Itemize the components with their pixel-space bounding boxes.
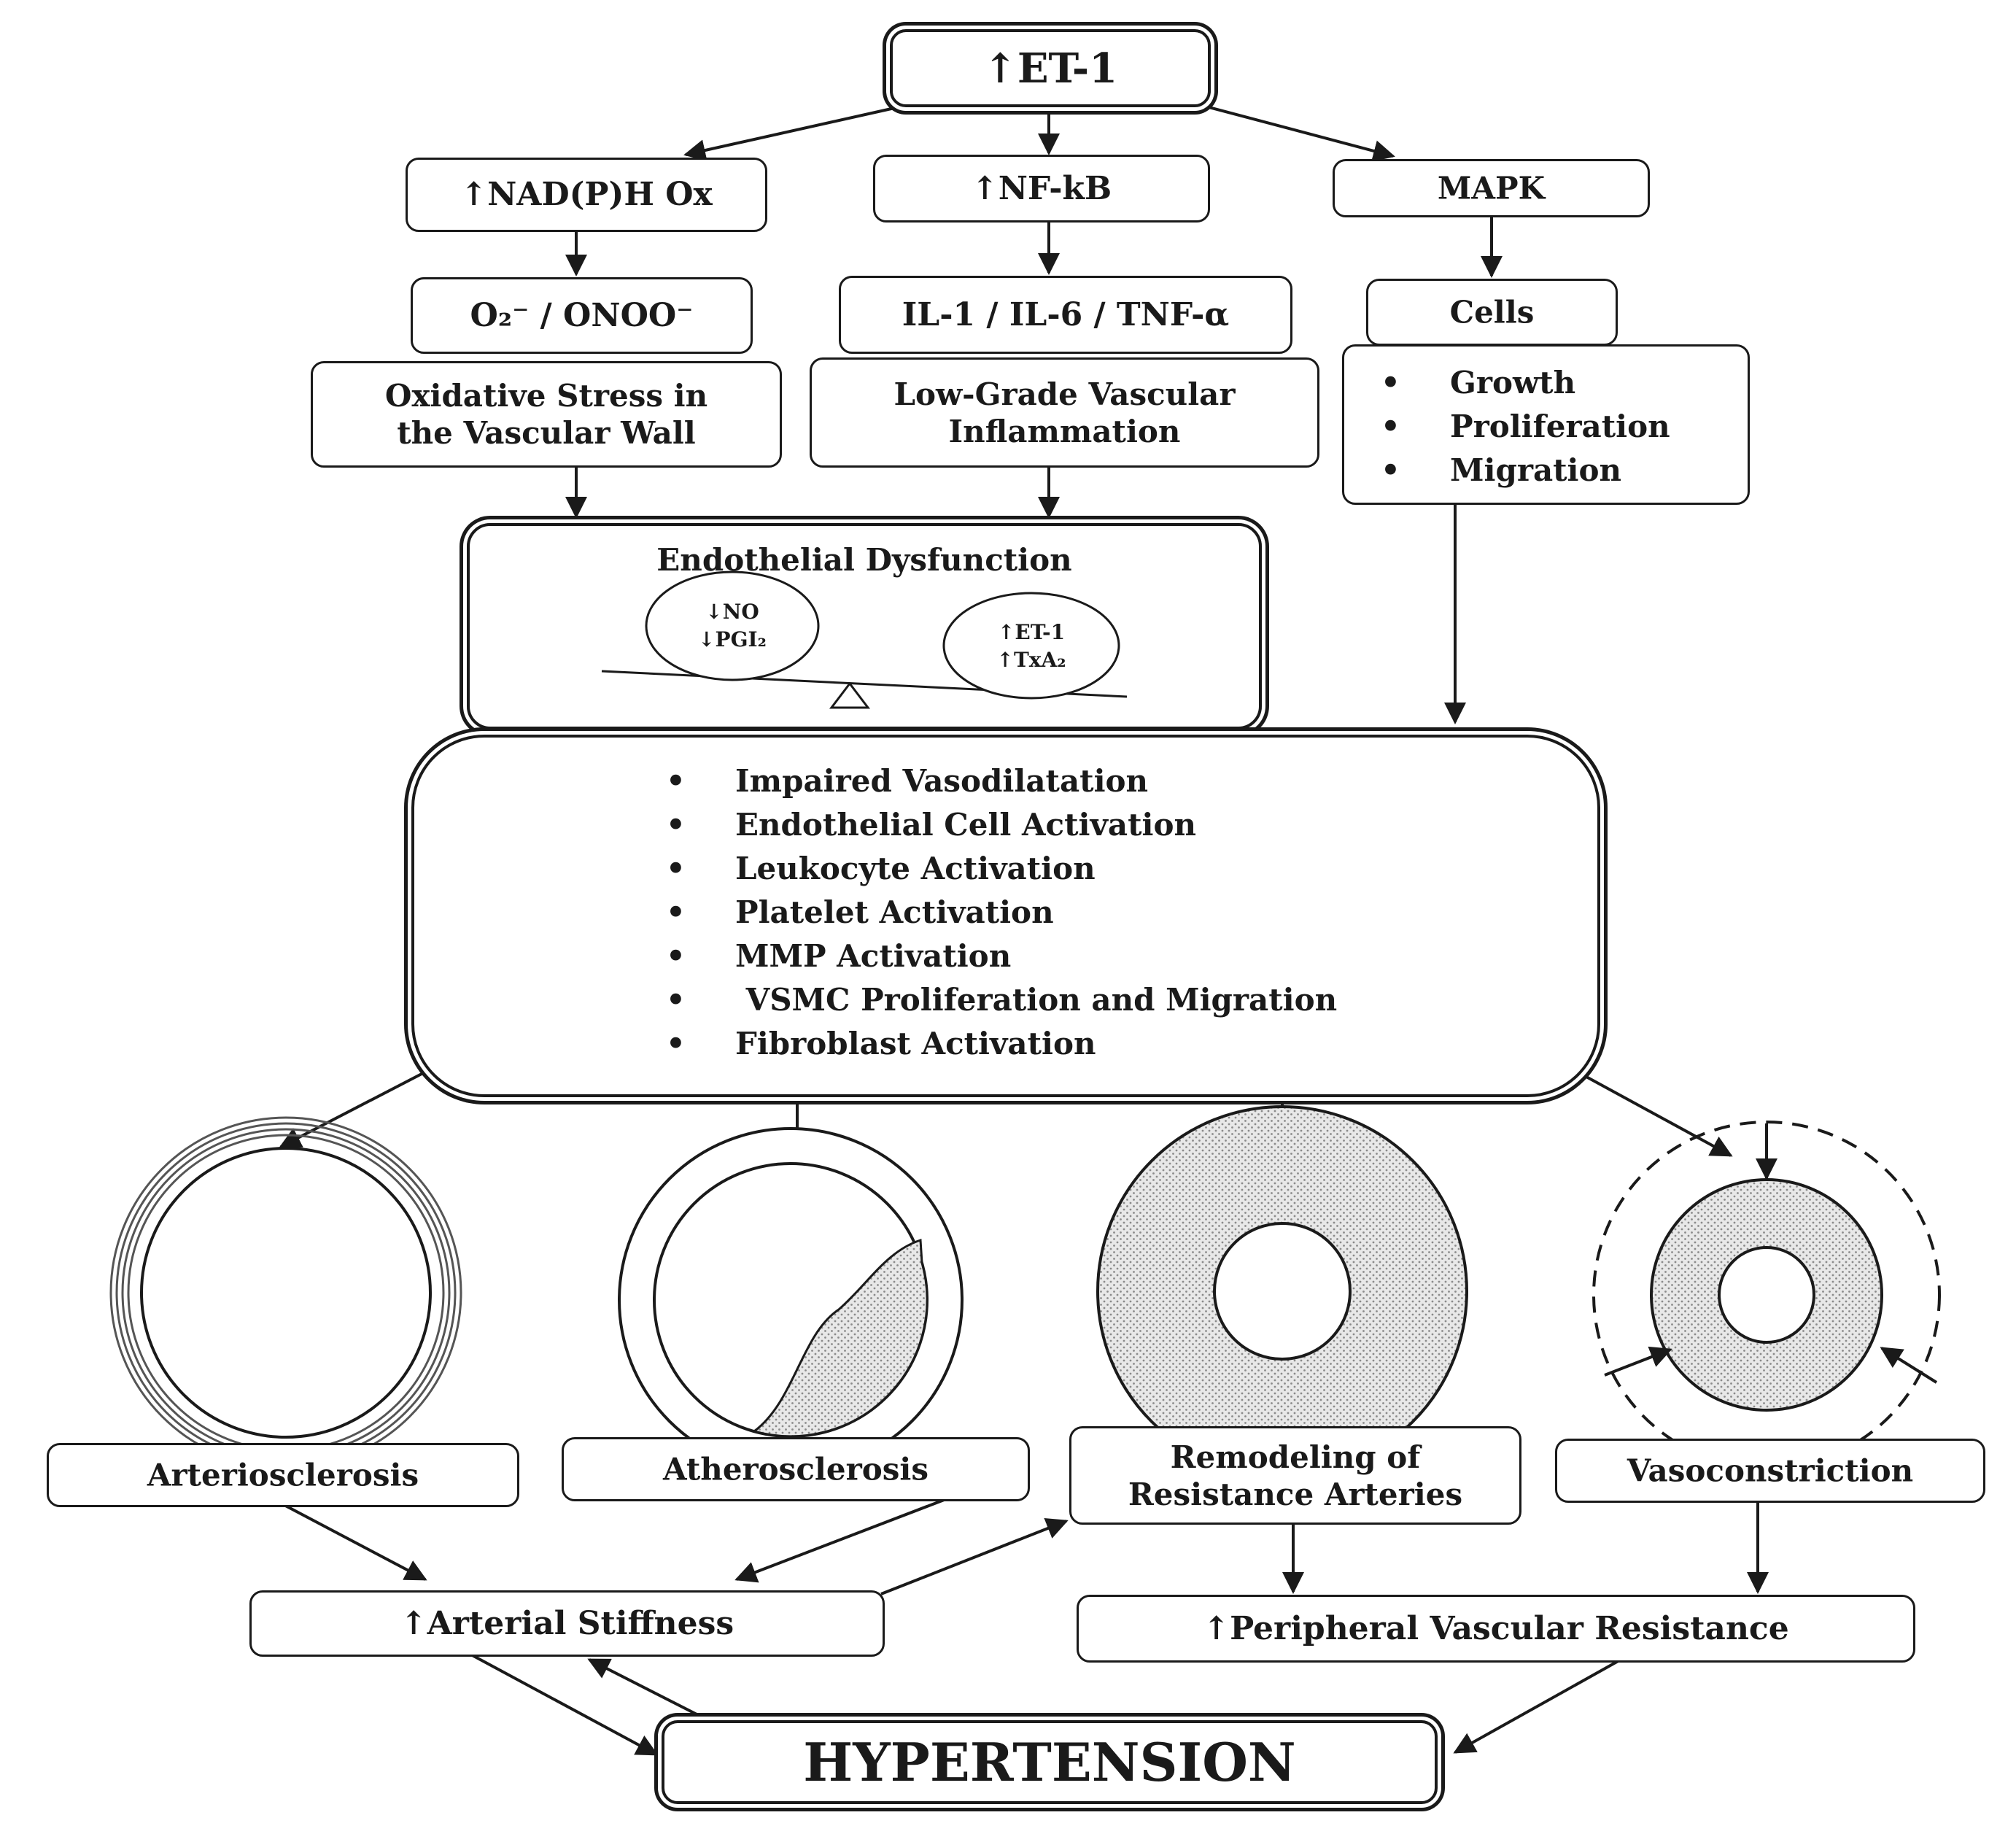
cell-effects-list: Growth Proliferation Migration: [1381, 361, 1670, 492]
oxidative-line1: Oxidative Stress in: [384, 377, 708, 414]
nfkb-label: ↑NF-kB: [971, 169, 1112, 207]
effect-item: Platelet Activation: [666, 891, 1337, 935]
arrow-effects-to-vasoconstriction: [1584, 1075, 1733, 1157]
peripheral-resistance-box: ↑Peripheral Vascular Resistance: [1077, 1595, 1915, 1663]
cell-effects-box: Growth Proliferation Migration: [1342, 344, 1750, 505]
balance-right-line1: ↑ET-1: [998, 620, 1065, 644]
arrow-et1-to-nadph: [683, 104, 905, 161]
inflammation-line2: Inflammation: [948, 413, 1181, 449]
remodeling-box: Remodeling of Resistance Arteries: [1069, 1426, 1521, 1525]
arrow-resistance-to-hypertension: [1453, 1651, 1635, 1754]
mapk-box: MAPK: [1333, 159, 1650, 217]
hypertension-label: HYPERTENSION: [803, 1730, 1296, 1793]
cytokines-box: IL-1 / IL-6 / TNF-α: [839, 276, 1292, 354]
cell-effect-growth: Growth: [1381, 361, 1670, 405]
balance-scale: [601, 570, 1128, 709]
oxidative-stress-label: Oxidative Stress in the Vascular Wall: [313, 377, 780, 452]
balance-right-line2: ↑TxA₂: [997, 648, 1066, 672]
radicals-label: O₂⁻ / ONOO⁻: [470, 296, 694, 334]
arterial-stiffness-label: ↑Arterial Stiffness: [400, 1604, 734, 1642]
nfkb-box: ↑NF-kB: [873, 155, 1210, 223]
oxidative-stress-box: Oxidative Stress in the Vascular Wall: [311, 361, 782, 468]
et1-box: ↑ET-1: [890, 29, 1211, 107]
arterial-stiffness-box: ↑Arterial Stiffness: [249, 1590, 885, 1657]
atherosclerosis-label: Atherosclerosis: [663, 1451, 928, 1487]
cell-effect-proliferation: Proliferation: [1381, 405, 1670, 449]
endothelial-title: Endothelial Dysfunction: [656, 542, 1072, 578]
arrow-stiffness-to-remodeling: [880, 1517, 1069, 1595]
arrow-effects-to-arteriosclerosis: [279, 1071, 425, 1148]
effects-box: Impaired Vasodilatation Endothelial Cell…: [411, 735, 1600, 1097]
arrow-et1-to-mapk: [1203, 104, 1395, 162]
balance-left-circle: [645, 570, 820, 681]
balance-left-line2: ↓PGI₂: [698, 627, 767, 651]
cell-effect-migration: Migration: [1381, 449, 1670, 492]
cells-label: Cells: [1449, 294, 1535, 330]
vessel-vasoconstriction: [1592, 1121, 1941, 1469]
arrow-atherosclerosis-to-stiffness: [734, 1494, 956, 1583]
vessel-atherosclerosis: [618, 1127, 964, 1473]
inflammation-label: Low-Grade Vascular Inflammation: [812, 375, 1317, 449]
effect-item: Impaired Vasodilatation: [666, 759, 1337, 803]
inflammation-box: Low-Grade Vascular Inflammation: [810, 357, 1319, 468]
arteriosclerosis-box: Arteriosclerosis: [47, 1443, 519, 1507]
effect-item: Fibroblast Activation: [666, 1022, 1337, 1066]
oxidative-line2: the Vascular Wall: [397, 415, 696, 451]
hypertension-box: HYPERTENSION: [662, 1720, 1438, 1804]
effect-item: Endothelial Cell Activation: [666, 803, 1337, 847]
arrow-arteriosclerosis-to-stiffness: [276, 1500, 427, 1581]
vasoconstriction-box: Vasoconstriction: [1555, 1439, 1985, 1503]
endothelial-dysfunction-box: Endothelial Dysfunction: [467, 523, 1262, 730]
remodeling-line1: Remodeling of: [1170, 1439, 1421, 1475]
effect-item: VSMC Proliferation and Migration: [666, 978, 1337, 1022]
cytokines-label: IL-1 / IL-6 / TNF-α: [902, 295, 1230, 333]
inflammation-line1: Low-Grade Vascular: [893, 376, 1236, 412]
arrow-stiffness-to-hypertension: [466, 1651, 659, 1756]
arteriosclerosis-label: Arteriosclerosis: [147, 1457, 419, 1493]
vessel-arteriosclerosis: [109, 1116, 462, 1469]
remodeling-label: Remodeling of Resistance Arteries: [1071, 1438, 1519, 1512]
radicals-box: O₂⁻ / ONOO⁻: [411, 277, 753, 354]
peripheral-resistance-label: ↑Peripheral Vascular Resistance: [1203, 1609, 1789, 1647]
arrow-hypertension-to-stiffness: [587, 1658, 712, 1723]
remodeling-line2: Resistance Arteries: [1128, 1476, 1463, 1512]
et1-label: ↑ET-1: [982, 44, 1118, 93]
atherosclerosis-box: Atherosclerosis: [562, 1437, 1030, 1501]
balance-right-circle: [942, 592, 1120, 700]
nadph-label: ↑NAD(P)H Ox: [460, 176, 713, 214]
vessel-remodeling: [1096, 1105, 1468, 1477]
cells-box: Cells: [1366, 279, 1618, 346]
effect-item: Leukocyte Activation: [666, 847, 1337, 891]
effects-list: Impaired Vasodilatation Endothelial Cell…: [666, 759, 1337, 1066]
balance-left-line1: ↓NO: [705, 600, 759, 624]
mapk-label: MAPK: [1437, 170, 1546, 206]
vasoconstriction-label: Vasoconstriction: [1627, 1452, 1914, 1489]
nadph-box: ↑NAD(P)H Ox: [406, 158, 767, 232]
effect-item: MMP Activation: [666, 935, 1337, 978]
